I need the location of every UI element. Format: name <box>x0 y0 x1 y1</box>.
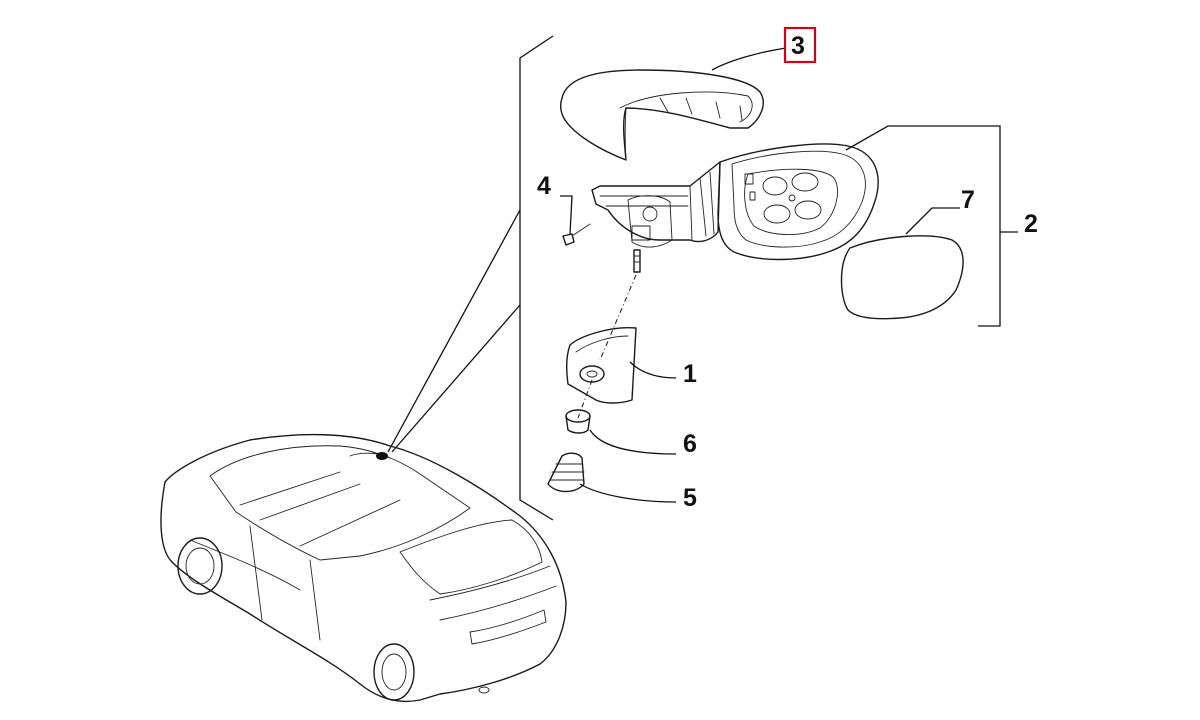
callout-3[interactable]: 3 <box>791 32 805 60</box>
mirror-base[interactable] <box>565 327 637 404</box>
callout-1[interactable]: 1 <box>683 360 697 388</box>
assembly-axis <box>599 274 637 361</box>
callout-7[interactable]: 7 <box>961 186 975 214</box>
grommet[interactable] <box>565 409 591 434</box>
car-overview <box>160 433 567 703</box>
callout-6[interactable]: 6 <box>683 430 697 458</box>
callout-3-highlight-box <box>783 26 817 64</box>
callout-5[interactable]: 5 <box>683 484 697 512</box>
detail-frame <box>387 35 554 521</box>
mirror-cap-cover[interactable] <box>560 69 764 161</box>
callout-4[interactable]: 4 <box>537 172 551 200</box>
mirror-location-marker <box>376 452 388 460</box>
assembly-axis-2 <box>577 379 593 419</box>
mirror-housing-assembly[interactable] <box>591 143 879 273</box>
rubber-boot[interactable] <box>547 452 585 493</box>
callout-2[interactable]: 2 <box>1024 210 1038 238</box>
leader-lines <box>560 47 1018 503</box>
screw[interactable] <box>562 223 591 246</box>
mirror-glass[interactable] <box>840 235 964 320</box>
